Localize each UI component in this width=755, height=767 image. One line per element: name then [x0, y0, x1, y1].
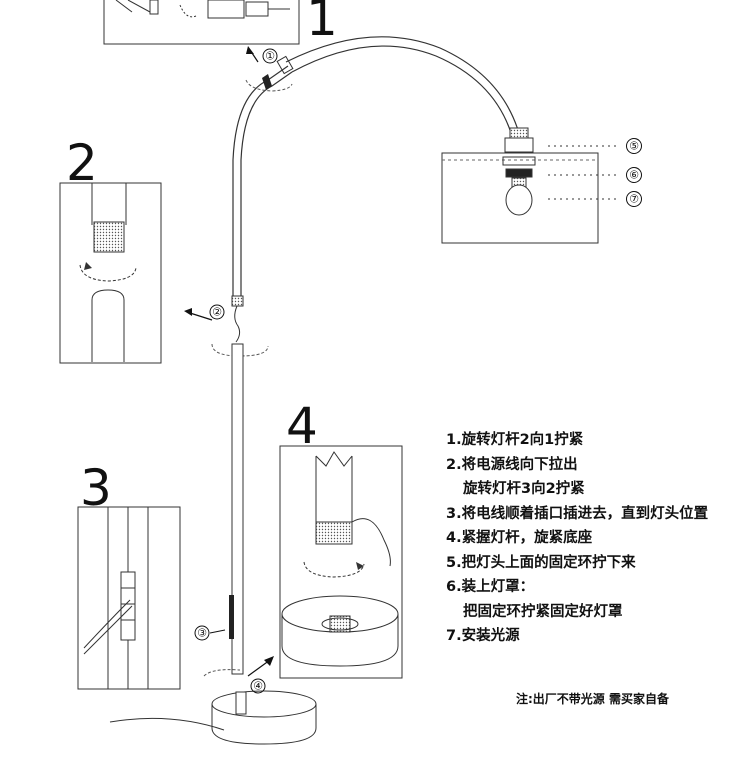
panel-number-4: 4: [286, 397, 318, 455]
callout-5: ⑤: [629, 140, 639, 153]
lamp-arm: [232, 36, 519, 298]
lamp-shade: [441, 127, 620, 244]
instruction-step: 2.将电源线向下拉出: [446, 456, 578, 473]
detail-box-3: [77, 506, 181, 690]
callout-4: ④: [253, 680, 263, 693]
panel-number-2: 2: [66, 134, 98, 192]
callout-6: ⑥: [629, 169, 639, 182]
panel-number-1: 1: [306, 0, 338, 47]
detail-box-2: [59, 182, 162, 364]
detail-box-4: [279, 445, 403, 679]
instruction-step: 旋转灯杆3向2拧紧: [463, 481, 585, 497]
instruction-step: 6.装上灯罩：: [446, 579, 535, 595]
callout-2: ②: [212, 306, 222, 319]
callout-1: ①: [265, 50, 275, 63]
callout-3: ③: [197, 627, 207, 640]
instruction-list: 1.旋转灯杆2向1拧紧 2.将电源线向下拉出 旋转灯杆3向2拧紧 3.将电线顺着…: [446, 428, 746, 649]
instruction-step: 5.把灯头上面的固定环拧下来: [446, 554, 636, 571]
instruction-step: 把固定环拧紧固定好灯罩: [463, 603, 623, 620]
detail-box-1: [103, 0, 300, 45]
lamp-pole: [211, 295, 269, 675]
instruction-step: 1.旋转灯杆2向1拧紧: [446, 432, 584, 448]
callout-7: ⑦: [629, 193, 639, 206]
panel-number-3: 3: [80, 459, 112, 517]
footnote: 注:出厂不带光源 需买家自备: [516, 692, 669, 706]
instruction-step: 4.紧握灯杆，旋紧底座: [446, 530, 593, 546]
instruction-step: 3.将电线顺着插口插进去，直到灯头位置: [446, 505, 709, 522]
lamp-base: [109, 669, 317, 745]
instruction-step: 7.安装光源: [446, 628, 520, 644]
